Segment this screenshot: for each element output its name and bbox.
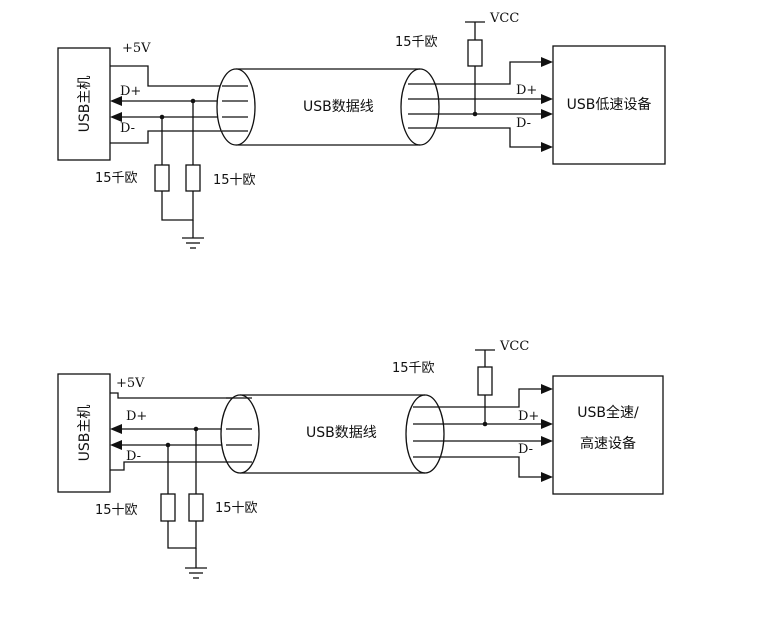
diagram-full-high-speed: USB主机 +5V D+ D- 15十欧 15十欧 xyxy=(57,339,664,579)
vcc-label: VCC xyxy=(499,339,529,354)
pulldown-resistor-left xyxy=(154,164,170,192)
pulldown-right-label: 15十欧 xyxy=(213,173,256,188)
host-box xyxy=(57,373,111,493)
junction-pullup xyxy=(482,421,488,427)
ground-icon xyxy=(185,567,207,579)
dplus-left-label: D+ xyxy=(126,409,147,424)
arrow-dplus-host xyxy=(110,96,122,106)
pulldown-resistor-left xyxy=(160,493,176,522)
arrow-dminus-host xyxy=(110,112,122,122)
device-box xyxy=(552,375,664,495)
pulldown-resistor-right xyxy=(185,164,201,192)
pullup-label: 15千欧 xyxy=(395,35,438,50)
pulldown-left-label: 15十欧 xyxy=(95,503,138,518)
dplus-left-label: D+ xyxy=(120,84,141,99)
pulldown-right-label: 15十欧 xyxy=(215,501,258,516)
cable-label: USB数据线 xyxy=(306,425,377,441)
wire-vbus-right xyxy=(408,61,545,85)
pulldown-left-label: 15千欧 xyxy=(95,171,138,186)
dminus-left-label: D- xyxy=(120,121,135,136)
wire-gnd xyxy=(110,130,240,144)
dminus-right-label: D- xyxy=(518,442,533,457)
supply-label: +5V xyxy=(122,41,151,56)
cable xyxy=(220,394,445,474)
cable-label: USB数据线 xyxy=(303,99,374,115)
supply-label: +5V xyxy=(116,376,145,391)
arrow-dminus-host xyxy=(110,440,122,450)
ground-icon xyxy=(182,237,204,249)
device-label-line1: USB低速设备 xyxy=(567,96,652,113)
host-box xyxy=(57,47,111,161)
wire-vbus-right xyxy=(413,388,545,408)
host-label: USB主机 xyxy=(77,76,93,133)
wire-vbus xyxy=(110,65,240,87)
device-label-line2: 高速设备 xyxy=(580,435,636,452)
wire-gnd-right xyxy=(408,127,545,148)
pullup-label: 15千欧 xyxy=(392,361,435,376)
pullup-resistor xyxy=(467,39,483,67)
dminus-right-label: D- xyxy=(516,116,531,131)
wire-gnd xyxy=(110,461,240,471)
device-box xyxy=(552,45,666,165)
vcc-label: VCC xyxy=(489,11,519,26)
wire-vbus xyxy=(110,392,240,399)
device-label-line1: USB全速/ xyxy=(577,404,639,421)
host-label: USB主机 xyxy=(77,405,93,462)
pullup-resistor xyxy=(477,366,493,396)
cable xyxy=(216,68,440,146)
junction-pullup xyxy=(472,111,478,117)
diagram-low-speed: USB主机 +5V D+ D- 15千欧 15十欧 xyxy=(57,11,666,249)
dminus-left-label: D- xyxy=(126,449,141,464)
dplus-right-label: D+ xyxy=(518,409,539,424)
arrow-dplus-host xyxy=(110,424,122,434)
dplus-right-label: D+ xyxy=(516,83,537,98)
pulldown-resistor-right xyxy=(188,493,204,522)
wire-gnd-right xyxy=(413,456,545,478)
